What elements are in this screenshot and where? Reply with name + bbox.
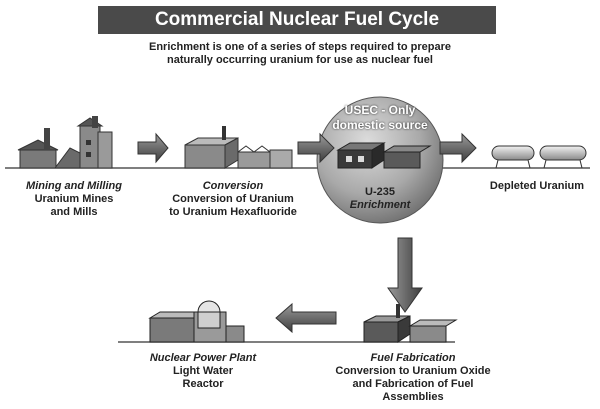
conversion-title: Conversion xyxy=(202,180,264,192)
usec-line-1: USEC - Only xyxy=(344,103,416,117)
enrichment-plant-icon xyxy=(336,142,432,169)
arrow-enrichment-to-fabrication-icon xyxy=(387,237,423,313)
conversion-step-label: Conversion Conversion of Uranium to Uran… xyxy=(158,180,308,219)
usec-source-label: USEC - Only domestic source xyxy=(318,103,442,133)
u235-label: U-235 xyxy=(365,186,395,198)
subtitle-line-2: naturally occurring uranium for use as n… xyxy=(167,54,433,66)
arrow-enrichment-to-depleted-icon xyxy=(439,132,477,164)
fuel-fabrication-plant-icon xyxy=(363,304,458,343)
mining-line-2: and Mills xyxy=(50,206,98,218)
enrichment-label: U-235 Enrichment xyxy=(338,186,422,212)
mining-title: Mining and Milling xyxy=(26,180,122,192)
depleted-step-label: Depleted Uranium xyxy=(478,180,596,193)
power-plant-step-label: Nuclear Power Plant Light Water Reactor xyxy=(128,352,278,391)
power-plant-line-2: Reactor xyxy=(182,378,224,390)
arrow-mining-to-conversion-icon xyxy=(137,132,169,164)
arrow-conversion-to-enrichment-icon xyxy=(297,132,335,164)
subtitle-line-1: Enrichment is one of a series of steps r… xyxy=(149,41,451,53)
power-plant-title: Nuclear Power Plant xyxy=(149,352,257,364)
arrow-fabrication-to-power-plant-icon xyxy=(275,302,337,334)
conversion-line-2: to Uranium Hexafluoride xyxy=(169,206,297,218)
conversion-line-1: Conversion of Uranium xyxy=(172,193,294,205)
fabrication-line-2: and Fabrication of Fuel xyxy=(352,378,474,390)
diagram-subtitle: Enrichment is one of a series of steps r… xyxy=(120,41,480,67)
depleted-title: Depleted Uranium xyxy=(489,180,585,192)
depleted-uranium-cylinders-icon xyxy=(491,145,587,169)
diagram-title-banner: Commercial Nuclear Fuel Cycle xyxy=(98,6,496,34)
diagram-title: Commercial Nuclear Fuel Cycle xyxy=(154,9,440,30)
conversion-plant-icon xyxy=(184,126,293,169)
mine-and-mill-icon xyxy=(17,116,113,169)
mining-line-1: Uranium Mines xyxy=(34,193,114,205)
power-plant-line-1: Light Water xyxy=(172,365,234,377)
usec-line-2: domestic source xyxy=(332,118,428,132)
fabrication-line-1: Conversion to Uranium Oxide xyxy=(335,365,491,377)
nuclear-power-plant-icon xyxy=(148,300,245,343)
fabrication-step-label: Fuel Fabrication Conversion to Uranium O… xyxy=(318,352,508,404)
fabrication-title: Fuel Fabrication xyxy=(370,352,456,364)
fabrication-line-3: Assemblies xyxy=(382,391,444,403)
mining-step-label: Mining and Milling Uranium Mines and Mil… xyxy=(14,180,134,219)
enrichment-title: Enrichment xyxy=(349,199,411,211)
